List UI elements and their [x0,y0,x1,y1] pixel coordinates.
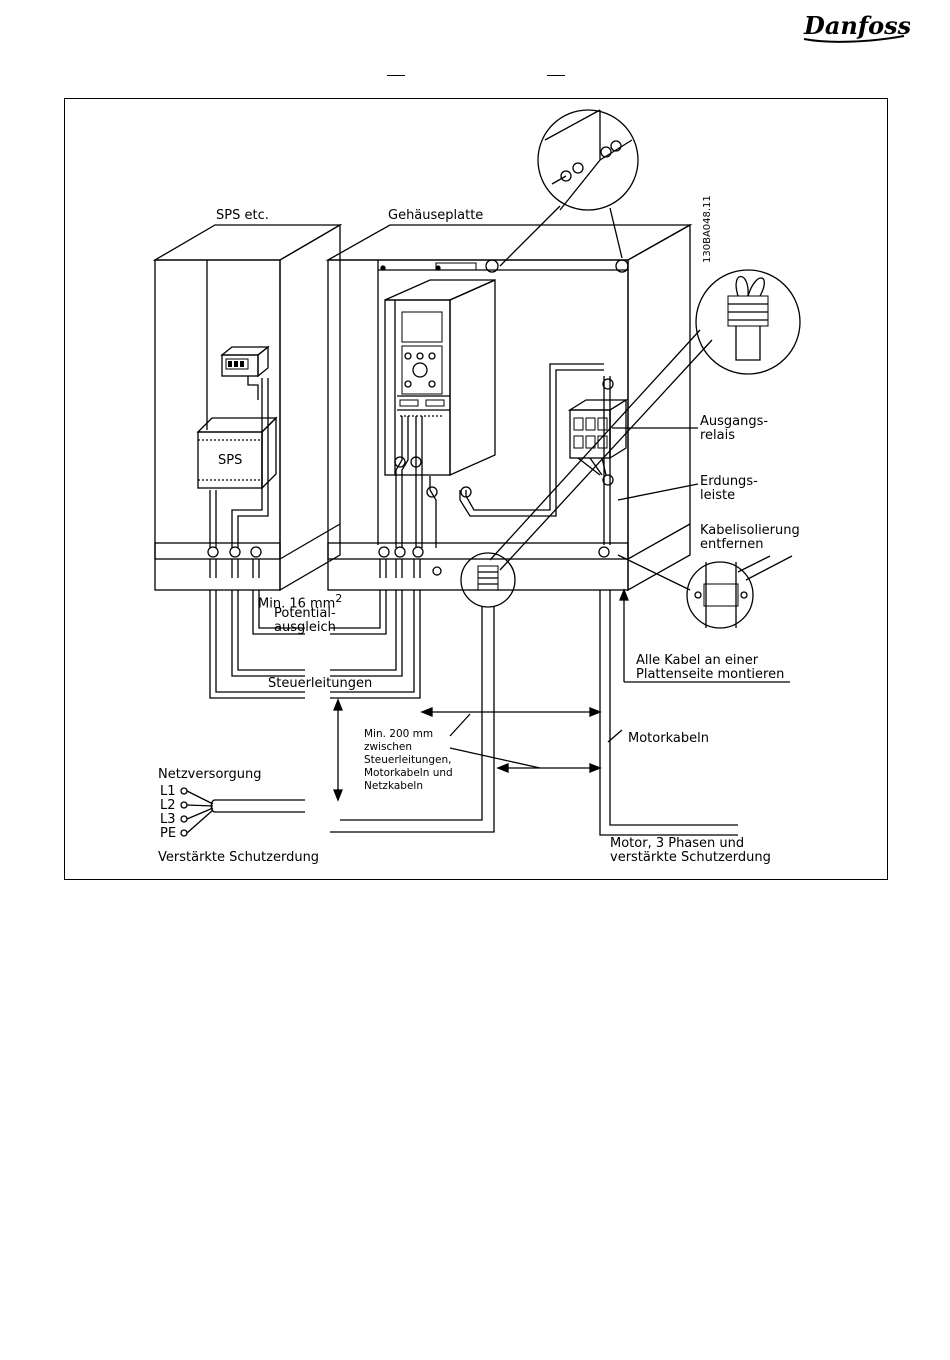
label-l1: L1 [160,784,176,799]
label-pe: PE [160,826,177,841]
label-l2: L2 [160,798,176,813]
sps-cabinet [152,223,343,592]
cable-gland [330,552,516,833]
detail-insulation-bubble [617,554,793,629]
main-cabinet [325,223,693,592]
danfoss-logo: Danfoss [803,11,910,43]
label-motor-1: Motor, 3 Phasen und [610,836,745,851]
diagram-frame [64,98,888,880]
label-sps-etc: SPS etc. [216,208,269,223]
label-netzversorgung: Netzversorgung [158,767,262,782]
label-allekabel-2: Plattenseite montieren [636,667,785,682]
detail-screw-bubble [499,109,639,267]
control-cable-routing [209,590,421,699]
label-kabeliso-2: entfernen [700,537,764,552]
label-gehaeuseplatte: Gehäuseplatte [388,208,484,223]
header-rule-left [387,75,405,77]
label-motor-2: verstärkte Schutzerdung [610,850,771,865]
label-steuerleitungen: Steuerleitungen [268,676,373,691]
sps-cables [207,376,269,578]
dimension-lines [333,427,790,802]
label-min200-4: Motorkabeln und [364,767,453,779]
label-min200-2: zwischen [364,741,413,753]
label-motorkabeln: Motorkabeln [628,731,709,746]
label-verstaerkte: Verstärkte Schutzerdung [158,850,320,865]
label-min200-1: Min. 200 mm [364,728,434,740]
motor-cable [599,590,738,836]
label-potential-2: ausgleich [274,620,336,635]
label-min200-5: Netzkabeln [364,780,423,792]
label-erdungs-2: leiste [700,488,736,503]
reference-code: 130BA048.11 [702,195,713,263]
label-ausgangs-2: relais [700,428,736,443]
label-ausgangs-1: Ausgangs- [700,414,769,429]
label-erdungs-1: Erdungs- [700,474,758,489]
label-min16-sup: 2 [335,592,343,605]
label-potential-1: Potential- [274,606,336,621]
svg-text:Danfoss: Danfoss [803,11,910,40]
label-min16: Min. 16 mm2 [258,591,342,611]
label-min200-3: Steuerleitungen, [364,754,452,766]
detail-gland-bubble [489,269,801,571]
output-relay [567,398,629,476]
label-l3: L3 [160,812,176,827]
frequency-converter [384,278,496,477]
label-min16-text: Min. 16 mm [258,596,336,612]
sps-display-box [220,345,270,378]
label-kabeliso-1: Kabelisolierung [700,523,800,538]
label-allekabel-1: Alle Kabel an einer [636,653,759,668]
mains-cable [180,787,305,837]
label-sps: SPS [218,453,243,468]
header-rule-right [547,75,565,77]
main-cabinet-cables [378,363,614,578]
